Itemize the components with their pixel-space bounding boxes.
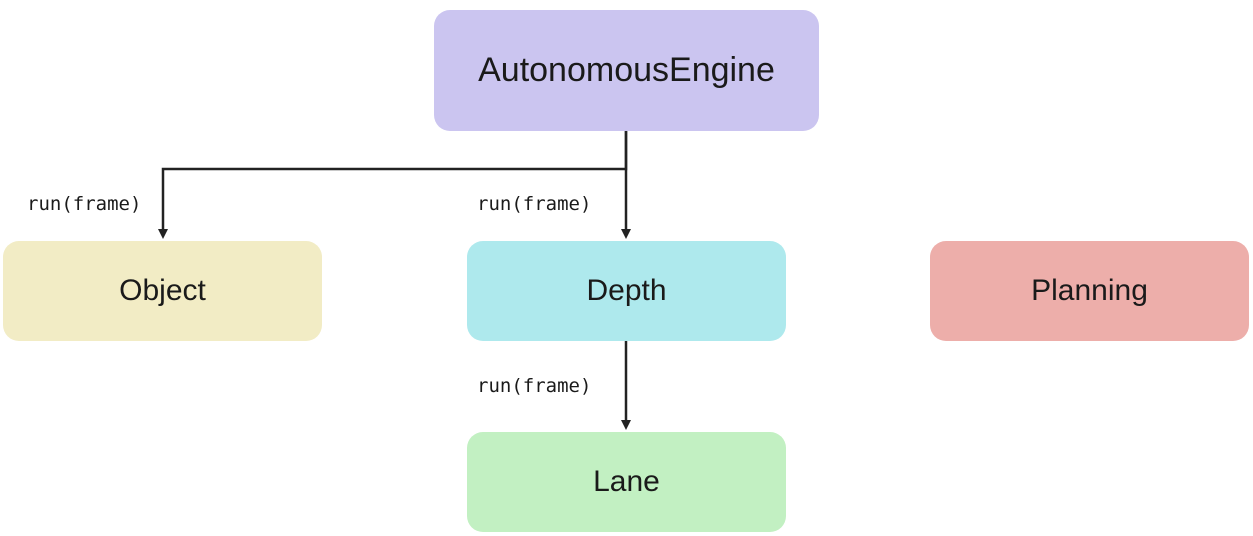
node-label: Lane [593,465,660,498]
edge-label-depth-lane: run(frame) [477,375,592,397]
node-depth: Depth [467,241,786,341]
node-lane: Lane [467,432,786,532]
node-label: Object [119,274,206,307]
node-planning: Planning [930,241,1249,341]
edge-engine-object [158,131,628,239]
node-label: Depth [586,274,667,307]
node-autonomous-engine: AutonomousEngine [434,10,819,131]
edge-label-engine-object: run(frame) [27,193,142,215]
node-label: Planning [1031,274,1148,307]
node-label: AutonomousEngine [478,51,775,89]
node-object: Object [3,241,322,341]
edge-label-engine-depth: run(frame) [477,193,592,215]
